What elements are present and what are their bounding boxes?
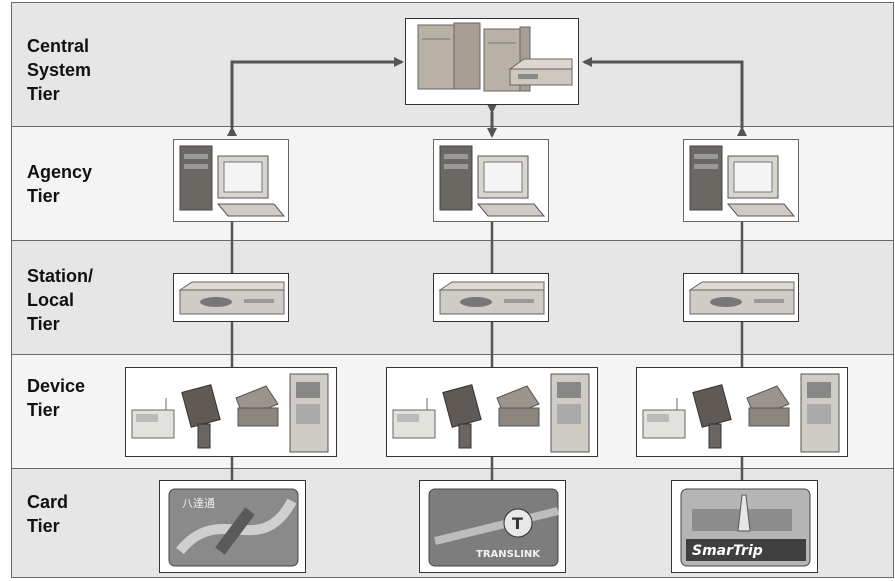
agency-computer-right xyxy=(683,139,799,222)
octopus-card-icon: 八達通 xyxy=(168,488,299,567)
tier-label-station-local: Station/ Local Tier xyxy=(27,266,93,334)
tier-label-central-system: Central System Tier xyxy=(27,36,92,104)
card-left-frame: 八達通 xyxy=(159,480,306,573)
desktop-computer-icon xyxy=(439,145,546,217)
devices-icon xyxy=(642,373,840,453)
device-group-center xyxy=(386,367,598,457)
central-system-frame xyxy=(405,18,579,105)
desktop-computer-icon xyxy=(179,145,286,217)
agency-computer-left xyxy=(173,139,289,222)
connector-central-to-agency-left xyxy=(227,57,404,136)
device-group-right xyxy=(636,367,848,457)
smartrip-card-icon: SmarTrip xyxy=(680,488,811,567)
tier-label-card: Card Tier xyxy=(27,492,69,536)
translink-card-icon: T TRANSLINK xyxy=(428,488,559,567)
card-center-text: TRANSLINK xyxy=(476,549,541,560)
svg-text:T: T xyxy=(512,514,523,533)
connector-central-to-agency-right xyxy=(582,57,747,136)
tier-label-agency: Agency Tier xyxy=(27,162,93,206)
server-rack-icon xyxy=(417,22,573,92)
desktop-computer-icon xyxy=(689,145,796,217)
tier-label-device: Device Tier xyxy=(27,376,86,420)
station-server-center xyxy=(433,273,549,322)
network-appliance-icon xyxy=(438,281,545,315)
agency-computer-center xyxy=(433,139,549,222)
station-server-right xyxy=(683,273,799,322)
card-right-text: SmarTrip xyxy=(692,543,763,559)
card-center-frame: T TRANSLINK xyxy=(419,480,566,573)
devices-icon xyxy=(131,373,329,453)
network-appliance-icon xyxy=(178,281,285,315)
devices-icon xyxy=(392,373,590,453)
card-right-frame: SmarTrip xyxy=(671,480,818,573)
card-left-text: 八達通 xyxy=(182,497,215,510)
station-server-left xyxy=(173,273,289,322)
network-appliance-icon xyxy=(688,281,795,315)
device-group-left xyxy=(125,367,337,457)
